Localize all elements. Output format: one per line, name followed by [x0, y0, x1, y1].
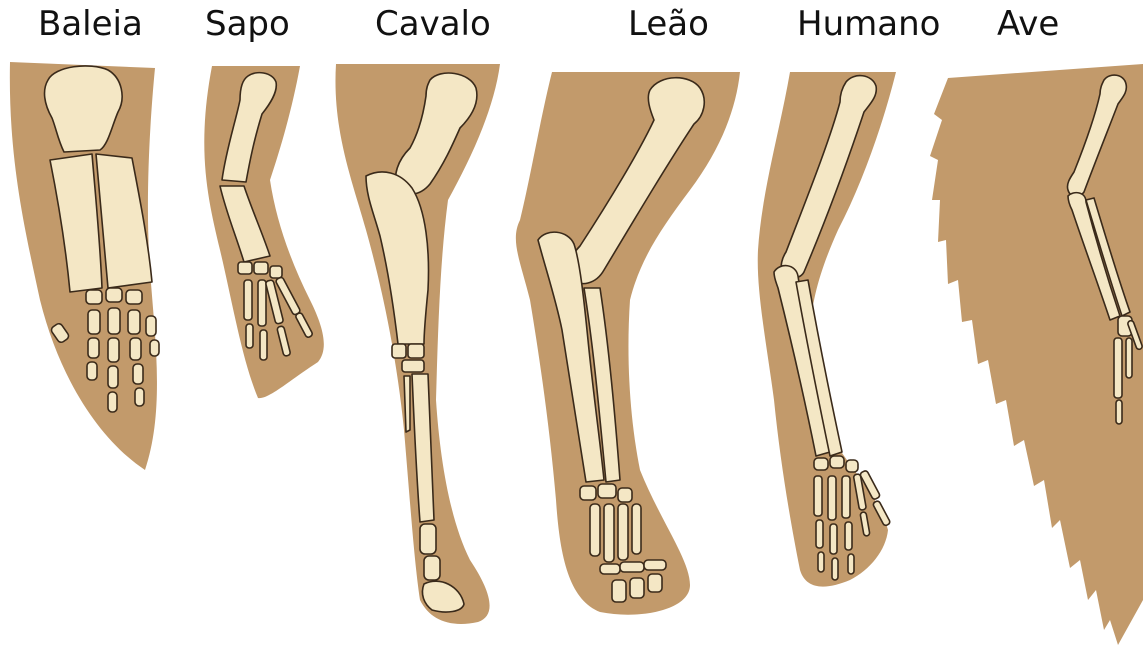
bird-wing — [930, 64, 1143, 645]
horse-pastern — [424, 556, 440, 580]
whale-carpal — [106, 288, 122, 302]
horse-limb — [335, 64, 500, 624]
bird-digit — [1126, 338, 1132, 378]
horse-pastern — [420, 524, 436, 554]
bird-skin — [930, 64, 1143, 645]
horse-carpal — [402, 360, 424, 372]
horse-splint — [404, 376, 410, 432]
horse-carpal — [408, 344, 424, 358]
bird-digit — [1114, 338, 1122, 398]
whale-carpal — [126, 290, 142, 304]
frog-limb — [204, 66, 324, 398]
whale-carpal — [86, 290, 102, 304]
bird-digit-tip — [1116, 400, 1122, 424]
human-arm — [758, 72, 896, 587]
whale-flipper — [10, 62, 159, 470]
lion-limb — [516, 72, 740, 615]
horse-carpal — [392, 344, 406, 358]
